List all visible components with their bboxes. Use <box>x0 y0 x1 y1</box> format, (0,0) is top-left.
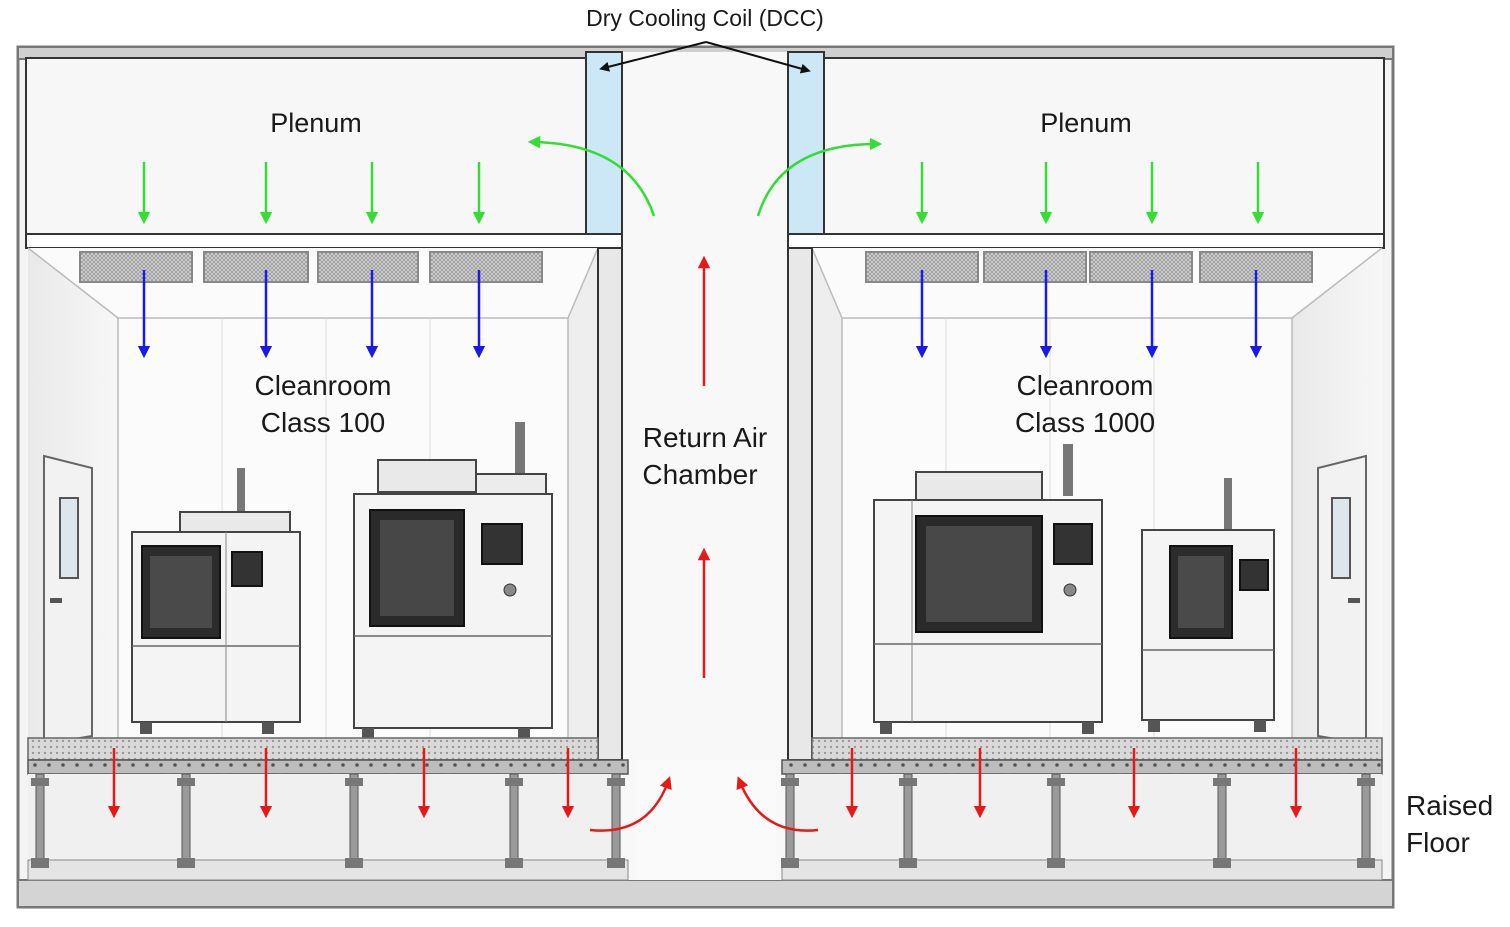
pedestal <box>1047 773 1065 868</box>
dry-cooling-coil-right <box>787 51 825 235</box>
airflow-arrows <box>107 135 1303 832</box>
door-icon <box>43 454 93 746</box>
process-tool-icon <box>1141 478 1275 732</box>
cleanroom-right-label-line1: Cleanroom <box>1017 370 1154 401</box>
pedestal <box>1357 773 1375 868</box>
hepa-filters-right <box>865 251 1313 283</box>
process-tool-icon <box>353 422 553 740</box>
raised-floor-left <box>27 737 629 881</box>
process-tool-icon <box>131 468 301 734</box>
hepa-filter-icon <box>1089 251 1193 283</box>
cleanroom-right-label-line2: Class 1000 <box>1015 407 1155 438</box>
cleanroom-left-label-line1: Cleanroom <box>255 370 392 401</box>
pedestal <box>1213 773 1231 868</box>
return-air-turn-arrow <box>589 776 672 832</box>
supply-air-turn-arrow <box>527 135 656 217</box>
plenum-right <box>787 57 1385 249</box>
dcc-label: Dry Cooling Coil (DCC) <box>586 5 824 31</box>
pedestal <box>345 773 363 868</box>
return-air-label-line2: Chamber <box>642 459 757 490</box>
pedestal <box>177 773 195 868</box>
plenum-left <box>25 57 623 249</box>
pedestal <box>607 773 625 868</box>
dry-cooling-coil-left <box>585 51 623 235</box>
door-icon <box>1317 454 1367 746</box>
raised-floor-label-line1: Raised <box>1406 790 1493 821</box>
pedestal <box>31 773 49 868</box>
cleanroom-left-label-line2: Class 100 <box>261 407 386 438</box>
process-tool-icon <box>873 444 1103 734</box>
raised-floor-right <box>781 737 1383 881</box>
hepa-filter-icon <box>983 251 1087 283</box>
return-air-turn-arrow <box>736 776 819 832</box>
hepa-filters-left <box>79 251 543 283</box>
pedestal <box>899 773 917 868</box>
dcc-pointer <box>599 41 811 74</box>
plenum-right-label: Plenum <box>1040 108 1132 138</box>
return-air-label-line1: Return Air <box>643 422 768 453</box>
hepa-filter-icon <box>317 251 419 283</box>
supply-air-turn-arrow <box>756 137 883 217</box>
pedestal <box>505 773 523 868</box>
hepa-filter-icon <box>79 251 193 283</box>
return-air-chamber <box>622 52 788 880</box>
raised-floor-label-line2: Floor <box>1406 827 1470 858</box>
floor-pedestals <box>31 773 1375 868</box>
hepa-filter-icon <box>203 251 309 283</box>
hepa-filter-icon <box>429 251 543 283</box>
pedestal <box>781 773 799 868</box>
plenum-left-label: Plenum <box>270 108 362 138</box>
